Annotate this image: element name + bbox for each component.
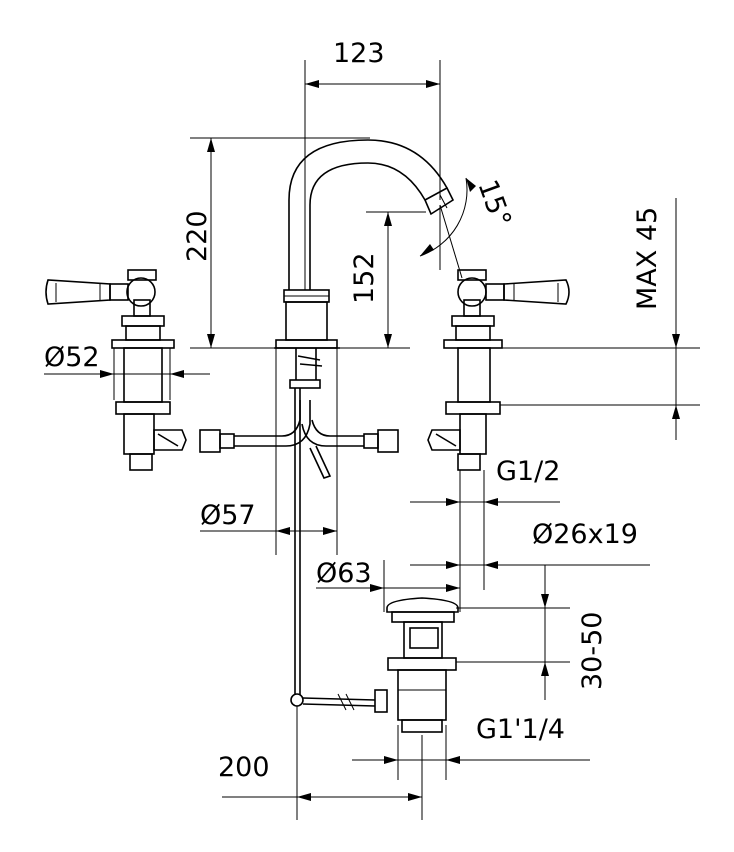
waste-assembly [386, 597, 459, 733]
dim-d57-label: Ø57 [200, 500, 256, 531]
dim-g114-label: G1'1/4 [476, 714, 565, 745]
dim-d63-label: Ø63 [316, 558, 372, 589]
dim-max45-label: MAX 45 [632, 207, 663, 310]
dim-d52-label: Ø52 [44, 342, 100, 373]
dim-angle-label: 15° [471, 176, 516, 232]
dimension-lines [44, 60, 700, 820]
left-handle [45, 269, 187, 471]
dim-200-label: 200 [218, 752, 270, 783]
dim-220-label: 220 [182, 210, 213, 262]
dim-g12-label: G1/2 [496, 456, 560, 487]
spout-body [274, 289, 340, 389]
dim-152-label: 152 [349, 252, 380, 304]
dim-123-label: 123 [333, 38, 385, 69]
right-handle [427, 269, 570, 471]
supply-hoses [199, 400, 399, 479]
dim-3050-label: 30-50 [577, 612, 608, 690]
dim-shank-label: Ø26x19 [532, 519, 638, 550]
